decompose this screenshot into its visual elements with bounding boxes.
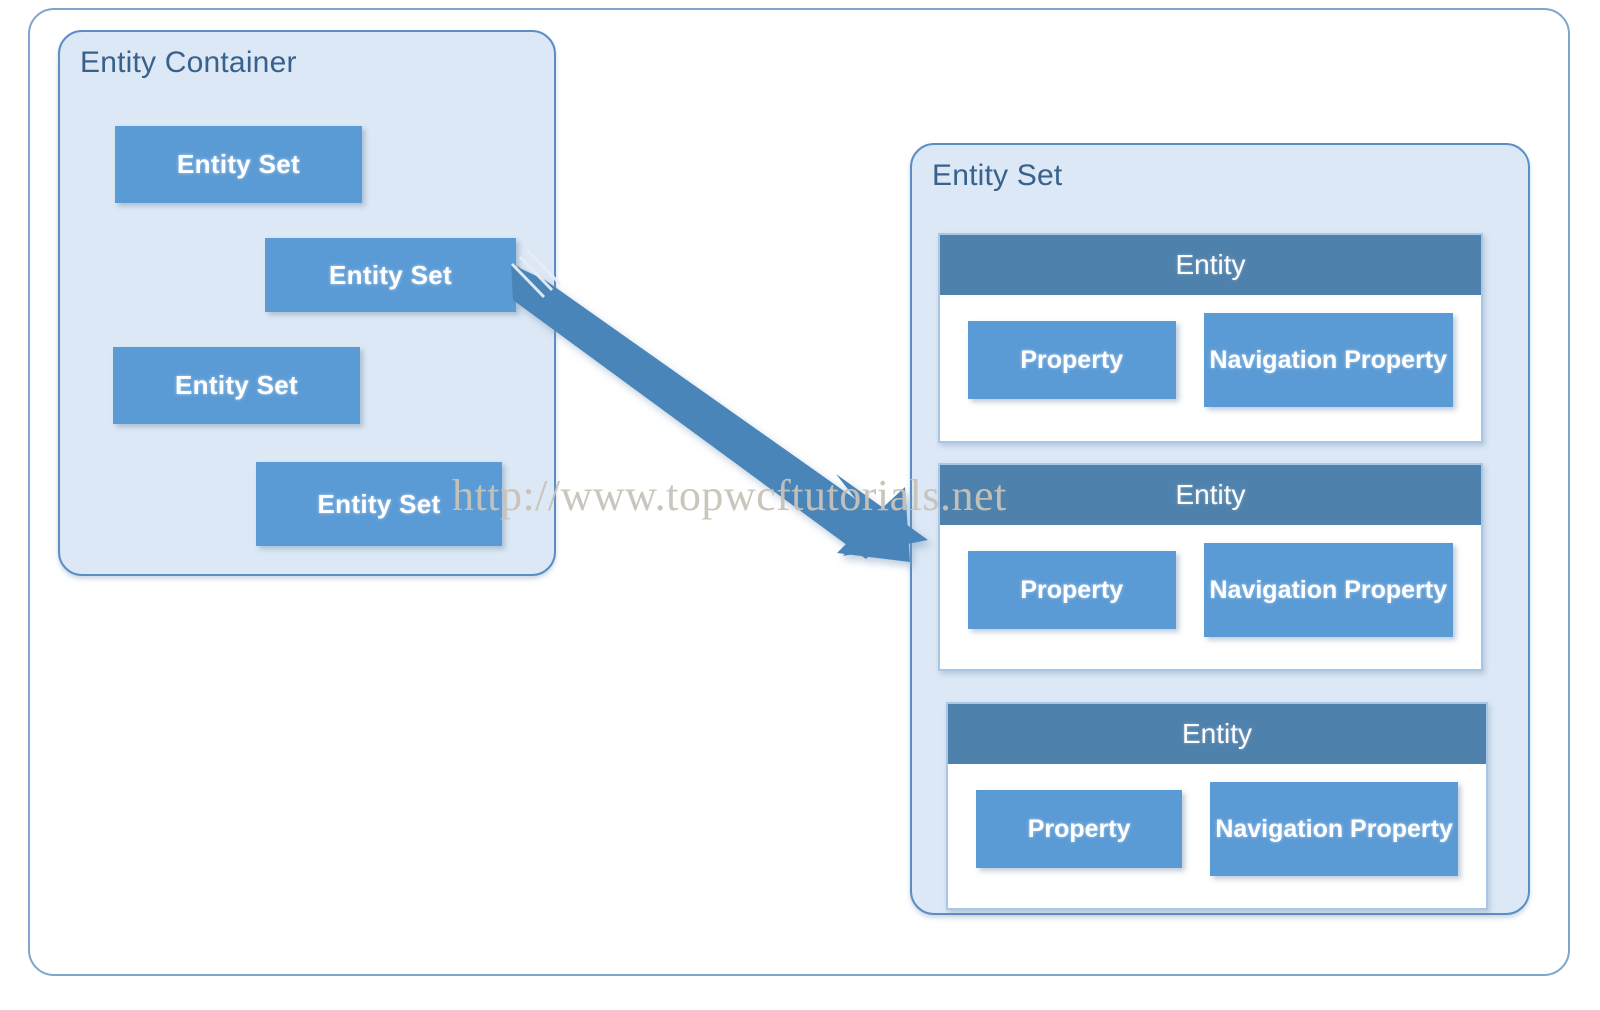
entity-card-3: Entity Property Navigation Property	[946, 702, 1488, 910]
entity-set-chip-2[interactable]: Entity Set	[265, 238, 516, 312]
entity-card-2: Entity Property Navigation Property	[938, 463, 1483, 671]
entity-set-chip-1[interactable]: Entity Set	[115, 126, 362, 203]
entity-set-chip-3[interactable]: Entity Set	[113, 347, 360, 424]
entity-card-1-body: Property Navigation Property	[940, 295, 1481, 429]
entity-card-2-navigation-property[interactable]: Navigation Property	[1203, 543, 1453, 637]
outer-frame-border	[28, 8, 1570, 976]
entity-card-3-property[interactable]: Property	[976, 790, 1183, 868]
entity-card-2-header: Entity	[940, 465, 1481, 525]
entity-card-1: Entity Property Navigation Property	[938, 233, 1483, 443]
entity-container-title: Entity Container	[80, 46, 297, 79]
entity-card-3-navigation-property[interactable]: Navigation Property	[1210, 782, 1458, 876]
entity-card-2-property[interactable]: Property	[968, 551, 1176, 629]
entity-set-chip-4[interactable]: Entity Set	[256, 462, 502, 546]
entity-set-panel-title: Entity Set	[932, 159, 1063, 192]
entity-card-1-navigation-property[interactable]: Navigation Property	[1203, 313, 1453, 407]
site-watermark: http://www.topwcftutorials.net	[452, 471, 1007, 520]
entity-card-1-header: Entity	[940, 235, 1481, 295]
entity-card-1-property[interactable]: Property	[968, 321, 1176, 399]
entity-card-3-body: Property Navigation Property	[948, 764, 1486, 898]
entity-card-2-body: Property Navigation Property	[940, 525, 1481, 659]
entity-card-3-header: Entity	[948, 704, 1486, 764]
